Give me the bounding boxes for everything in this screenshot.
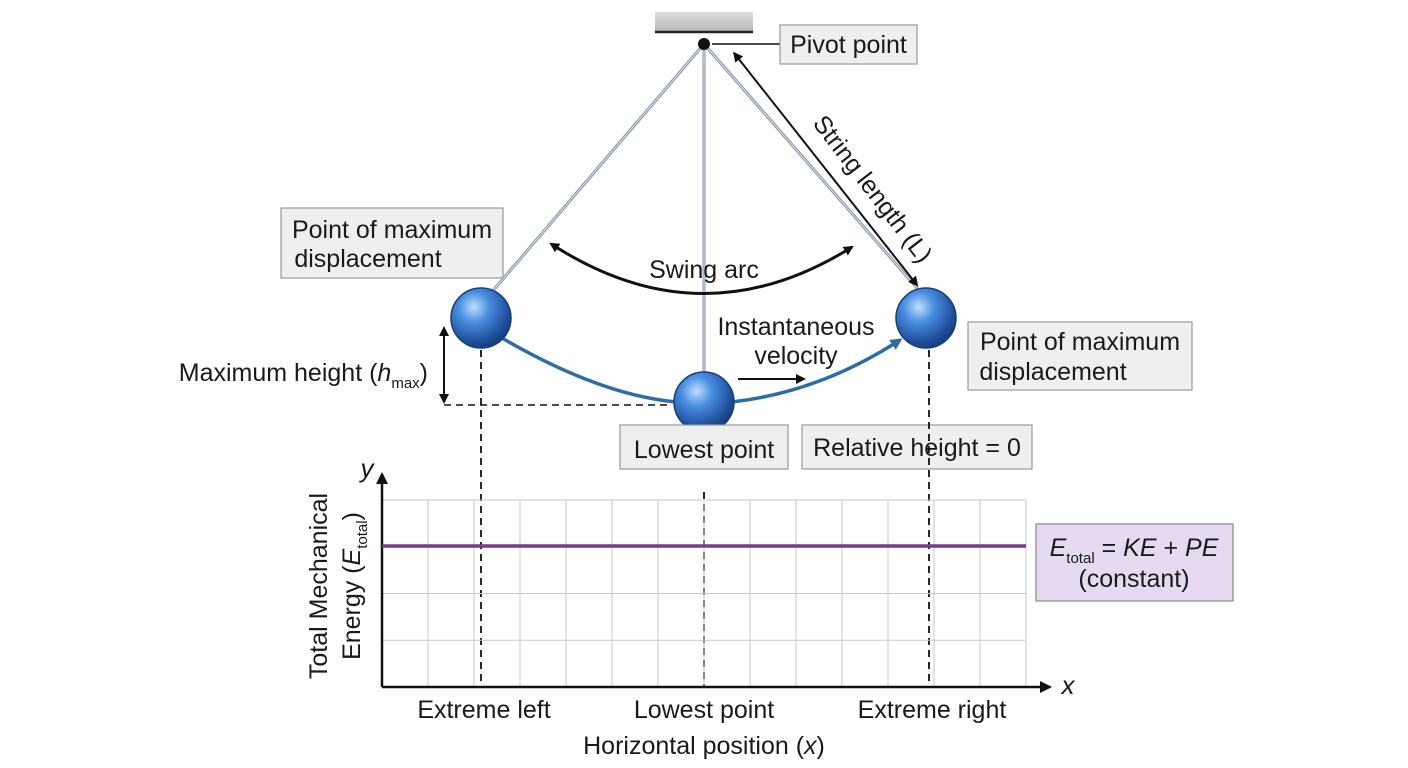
- pivot-dot: [698, 38, 710, 50]
- lowest-point-box: [619, 424, 789, 470]
- x-tick-extreme-left: Extreme left: [417, 696, 550, 724]
- max-disp-left-line1: Point of maximum: [292, 216, 492, 244]
- bob-left: [450, 287, 512, 349]
- energy-equation-box: [1035, 523, 1234, 602]
- inst-velocity-label-1: Instantaneous: [717, 313, 874, 341]
- relative-height-box: [801, 424, 1033, 470]
- swing-arc-arrow: [549, 242, 854, 295]
- x-tick-lowest-point: Lowest point: [634, 696, 774, 724]
- ceiling: [655, 12, 753, 32]
- max-disp-right-line1: Point of maximum: [980, 328, 1180, 356]
- swing-path-right: [731, 338, 903, 404]
- max-disp-left-box: [280, 207, 504, 279]
- x-tick-extreme-right: Extreme right: [858, 696, 1007, 724]
- max-height-label: Maximum height (hmax): [179, 359, 428, 392]
- bob-right: [895, 287, 957, 349]
- relative-height-label: Relative height = 0: [813, 434, 1021, 462]
- lowest-point-label: Lowest point: [634, 436, 774, 464]
- string-length-label: String length (L): [807, 110, 937, 268]
- energy-equation-line1: Etotal = KE + PE: [1050, 534, 1219, 567]
- bob-center: [673, 371, 735, 433]
- energy-equation-line2: (constant): [1078, 565, 1189, 593]
- max-disp-right-line2: displacement: [979, 358, 1126, 386]
- y-label-line1: Total Mechanical: [305, 493, 333, 679]
- graph-grid: [382, 499, 1027, 687]
- x-axis-letter: x: [1060, 670, 1076, 700]
- string-length-arrow: [733, 51, 919, 287]
- y-label-line2: Energy (Etotal): [338, 512, 371, 660]
- max-disp-left-line2: displacement: [294, 245, 441, 273]
- swing-arc-label: Swing arc: [649, 256, 759, 284]
- pivot-label: Pivot point: [790, 31, 907, 59]
- x-axis-title: Horizontal position (x): [583, 732, 825, 760]
- inst-velocity-label-2: velocity: [754, 342, 838, 370]
- y-axis-letter: y: [359, 453, 376, 483]
- max-disp-right-box: [967, 321, 1193, 391]
- swing-path: [501, 336, 677, 404]
